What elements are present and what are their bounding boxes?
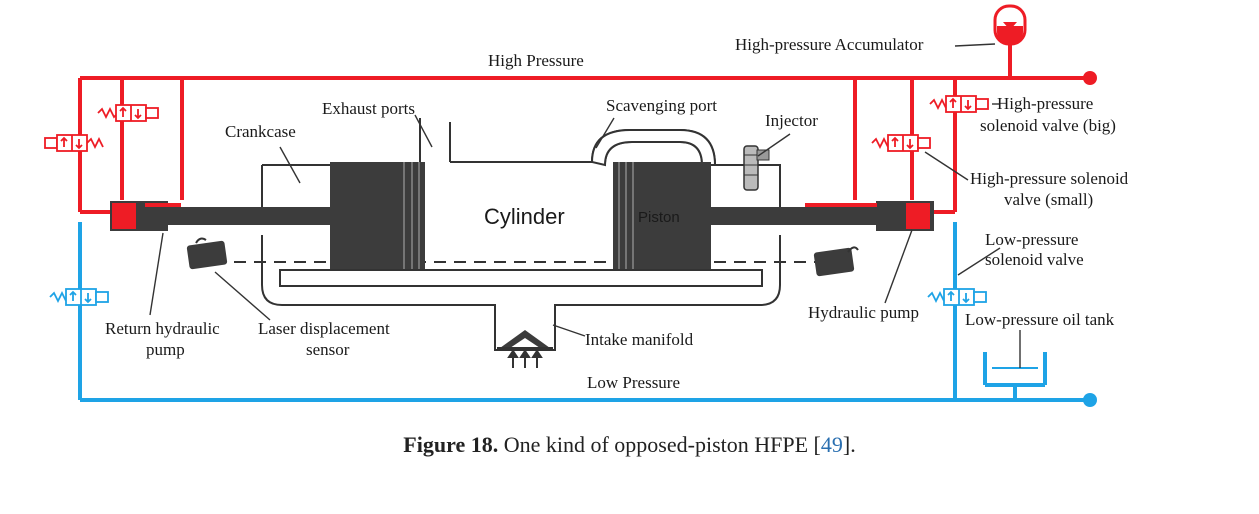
injector-icon bbox=[743, 145, 770, 191]
piston-label: Piston bbox=[638, 209, 680, 226]
lp-solenoid-valve-icon bbox=[927, 288, 987, 306]
left-outer-solenoid-valve-icon bbox=[44, 134, 104, 152]
hp-valve-big-label-1: High-pressure bbox=[997, 94, 1093, 113]
left-upper-solenoid-valve-icon bbox=[97, 104, 159, 122]
left-laser-sensor-icon bbox=[186, 237, 228, 270]
return-pump-label-2: pump bbox=[146, 340, 185, 359]
scavenging-passage bbox=[590, 129, 717, 167]
right-laser-sensor-icon bbox=[813, 246, 859, 277]
caption-text: One kind of opposed-piston HFPE [ bbox=[498, 432, 821, 457]
left-pump-chamber bbox=[112, 203, 136, 229]
accumulator-label: High-pressure Accumulator bbox=[735, 35, 924, 54]
high-pressure-outlet bbox=[1083, 71, 1097, 85]
lp-tank-label: Low-pressure oil tank bbox=[965, 310, 1115, 329]
figure-caption: Figure 18. One kind of opposed-piston HF… bbox=[0, 432, 1259, 458]
scavenging-port-label: Scavenging port bbox=[606, 96, 717, 115]
hp-solenoid-valve-big-icon bbox=[929, 95, 989, 113]
hp-valve-small-label-2: valve (small) bbox=[1004, 190, 1093, 209]
return-pump-label-1: Return hydraulic bbox=[105, 319, 220, 338]
leader-lines bbox=[149, 43, 1021, 368]
laser-sensor-label-1: Laser displacement bbox=[258, 319, 390, 338]
accumulator-icon bbox=[993, 4, 1027, 46]
high-pressure-label: High Pressure bbox=[488, 51, 584, 70]
low-pressure-circuit bbox=[78, 222, 1090, 402]
injector-label: Injector bbox=[765, 111, 818, 130]
high-pressure-circuit bbox=[78, 42, 1090, 214]
intake-manifold-label: Intake manifold bbox=[585, 330, 694, 349]
crankcase-label: Crankcase bbox=[225, 122, 296, 141]
lp-valve-label-2: solenoid valve bbox=[985, 250, 1084, 269]
left-piston-rod bbox=[135, 207, 335, 225]
low-pressure-label: Low Pressure bbox=[587, 373, 680, 392]
figure-number: Figure 18. bbox=[403, 432, 499, 457]
right-piston bbox=[613, 162, 711, 269]
reference-link[interactable]: 49 bbox=[820, 432, 843, 457]
lp-valve-label-1: Low-pressure bbox=[985, 230, 1078, 249]
hfpe-diagram: High Pressure Low Pressure High-pressure… bbox=[44, 4, 1129, 407]
left-piston bbox=[330, 162, 425, 269]
hp-valve-small-label-1: High-pressure solenoid bbox=[970, 169, 1129, 188]
hp-solenoid-valve-small-icon bbox=[871, 134, 931, 152]
hp-valve-big-label-2: solenoid valve (big) bbox=[980, 116, 1116, 135]
intake-manifold-icon bbox=[494, 325, 556, 368]
right-piston-rod bbox=[708, 207, 908, 225]
caption-end: ]. bbox=[842, 432, 856, 457]
low-pressure-outlet bbox=[1083, 393, 1097, 407]
right-pump-chamber bbox=[906, 203, 930, 229]
exhaust-ports-label: Exhaust ports bbox=[322, 99, 415, 118]
cylinder-label: Cylinder bbox=[484, 204, 565, 229]
left-lp-solenoid-valve-icon bbox=[49, 288, 109, 306]
hydraulic-pump-label: Hydraulic pump bbox=[808, 303, 919, 322]
laser-sensor-label-2: sensor bbox=[306, 340, 350, 359]
